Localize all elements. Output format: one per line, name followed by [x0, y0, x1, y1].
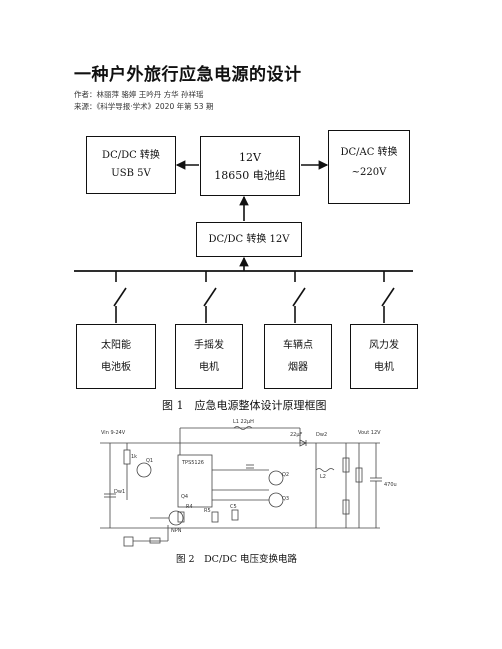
- label-c2: 22μF: [290, 432, 303, 438]
- label-ic: TPS5126: [181, 460, 204, 466]
- article-title: 一种户外旅行应急电源的设计: [74, 65, 302, 85]
- block-dcdc-usb: DC/DC 转换 USB 5V: [86, 136, 176, 194]
- block-wind-line1: 风力发: [369, 340, 399, 351]
- label-r5: R5: [204, 508, 211, 514]
- label-c5: C5: [230, 504, 237, 510]
- label-vout: Vout 12V: [358, 430, 381, 436]
- block-solar-line2: 电池板: [101, 362, 131, 373]
- label-q3: Q3: [282, 496, 289, 502]
- block-battery-line1: 12V: [239, 151, 261, 164]
- label-q4: Q4: [181, 494, 188, 500]
- label-npn: NPN: [171, 528, 182, 534]
- block-car-line2: 烟器: [288, 362, 308, 373]
- block-solar-line1: 太阳能: [101, 340, 131, 351]
- block-dcdc-usb-line1: DC/DC 转换: [102, 150, 160, 161]
- block-dcdc-12v: DC/DC 转换 12V: [196, 222, 302, 257]
- switch-solar: [113, 271, 127, 323]
- block-hand-line1: 手摇发: [194, 340, 224, 351]
- block-battery: 12V 18650 电池组: [200, 136, 300, 196]
- block-solar: 太阳能 电池板: [76, 324, 156, 389]
- label-q1: Q1: [146, 458, 153, 464]
- label-c1: 470u: [384, 482, 397, 488]
- label-r4: R4: [186, 504, 193, 510]
- block-car-lighter: 车辆点 烟器: [264, 324, 332, 389]
- block-dcdc-12v-label: DC/DC 转换 12V: [208, 234, 290, 245]
- switch-car: [292, 271, 306, 323]
- block-hand-generator: 手摇发 电机: [175, 324, 243, 389]
- label-r1: 1k: [131, 454, 137, 460]
- article-source: 来源：《科学导报·学术》2020 年第 53 期: [74, 102, 214, 111]
- block-inverter-line2: ~220V: [351, 167, 387, 178]
- block-dcdc-usb-line2: USB 5V: [111, 168, 151, 179]
- block-dcac-inverter: DC/AC 转换 ~220V: [328, 130, 410, 204]
- block-wind-generator: 风力发 电机: [350, 324, 418, 389]
- block-battery-line2: 18650 电池组: [214, 169, 286, 182]
- block-hand-line2: 电机: [199, 362, 219, 373]
- switch-hand: [203, 271, 217, 323]
- label-l2: L2: [320, 474, 326, 480]
- label-dw1: Dw1: [114, 489, 125, 495]
- label-vin: Vin 9-24V: [101, 430, 126, 436]
- label-dw2: Dw2: [316, 432, 327, 438]
- block-car-line1: 车辆点: [283, 340, 313, 351]
- label-q2: Q2: [282, 472, 289, 478]
- block-wind-line2: 电机: [374, 362, 394, 373]
- article-authors: 作者：林丽萍 骆婷 王吟丹 方华 孙祥瑶: [74, 90, 204, 99]
- figure1-caption: 图 1 应急电源整体设计原理框图: [162, 399, 327, 412]
- switch-wind: [381, 271, 395, 323]
- figure2-caption: 图 2 DC/DC 电压变换电路: [176, 554, 298, 565]
- block-inverter-line1: DC/AC 转换: [340, 147, 398, 158]
- label-l1: L1 22μH: [233, 419, 254, 425]
